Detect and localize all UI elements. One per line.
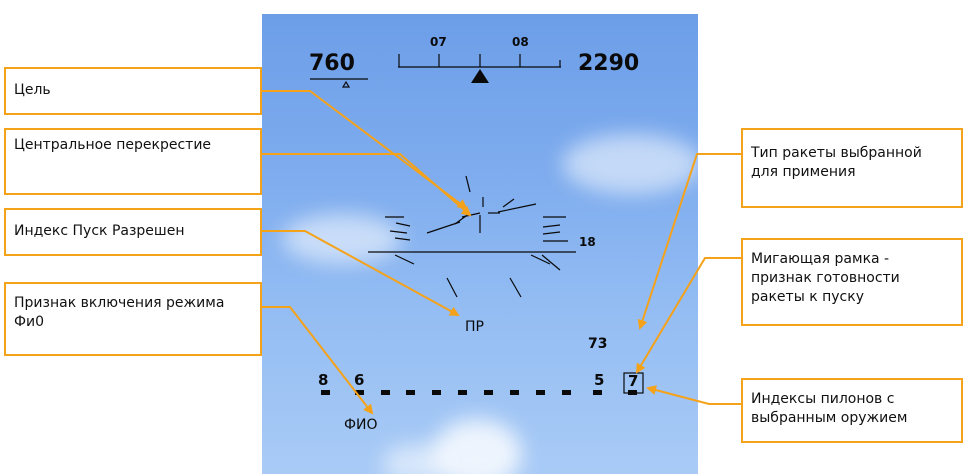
pylon-index-6: 6 [354,371,365,389]
callout-crosshair: Центральное перекрестие [4,128,262,195]
pylon-index-8: 8 [318,371,329,389]
right-value: 2290 [578,51,640,76]
left-value: 760 [309,51,355,76]
pitch-label: 18 [579,235,596,249]
cloud [282,214,402,264]
hud-display [262,14,698,474]
pylon-index-7: 7 [628,372,639,390]
callout-blinking-frame: Мигающая рамка - признак готовности раке… [741,238,963,326]
cloud [562,134,698,194]
callout-pylon-indexes: Индексы пилонов с выбранным оружием [741,378,963,443]
mode-label: ФИО [344,417,378,433]
callout-target: Цель [4,67,262,115]
cloud [382,444,452,474]
callout-missile-type: Тип ракеты выбранной для примения [741,128,963,208]
callout-launch-permitted: Индекс Пуск Разрешен [4,208,262,256]
launch-index: ПР [465,319,484,335]
pylon-index-5: 5 [594,371,605,389]
heading-label-07: 07 [430,35,447,49]
missile-type-value: 73 [588,336,608,352]
callout-phi0: Признак включения режима Фи0 [4,282,262,356]
heading-label-08: 08 [512,35,529,49]
